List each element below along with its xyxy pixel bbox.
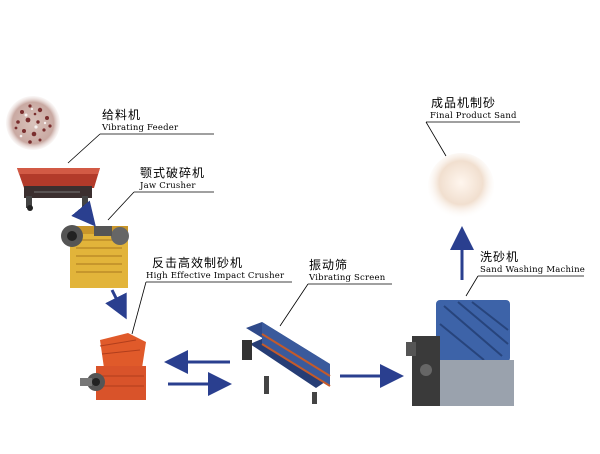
flow-arrows [71, 200, 474, 396]
jaw-crusher-machine [61, 225, 129, 288]
product-label-en: Final Product Sand [430, 111, 517, 121]
washer-label-zh: 洗砂机 [480, 250, 520, 264]
vibrating-feeder-machine [17, 168, 100, 211]
impact-label-en: High Effective Impact Crusher [146, 271, 285, 281]
feeder-label-zh: 给料机 [102, 108, 142, 122]
washer-label-en: Sand Washing Machine [480, 265, 585, 275]
product-label-zh: 成品机制砂 [431, 96, 497, 110]
feeder-label-en: Vibrating Feeder [102, 123, 179, 133]
final-sand-image [428, 153, 494, 219]
screen-label-en: Vibrating Screen [309, 273, 386, 283]
vibrating-screen-machine [242, 322, 331, 404]
arrow-jaw-to-impact [105, 289, 127, 320]
arrow-feeder-to-jaw [71, 200, 96, 227]
jaw-label-en: Jaw Crusher [140, 181, 196, 191]
screen-label-zh: 振动筛 [309, 258, 349, 272]
leader-lines [67, 121, 584, 335]
jaw-label-zh: 颚式破碎机 [140, 166, 206, 180]
raw-stone-image [6, 96, 60, 150]
impact-crusher-machine [80, 333, 146, 400]
impact-label-zh: 反击高效制砂机 [152, 256, 244, 270]
sand-washing-machine [406, 300, 514, 406]
